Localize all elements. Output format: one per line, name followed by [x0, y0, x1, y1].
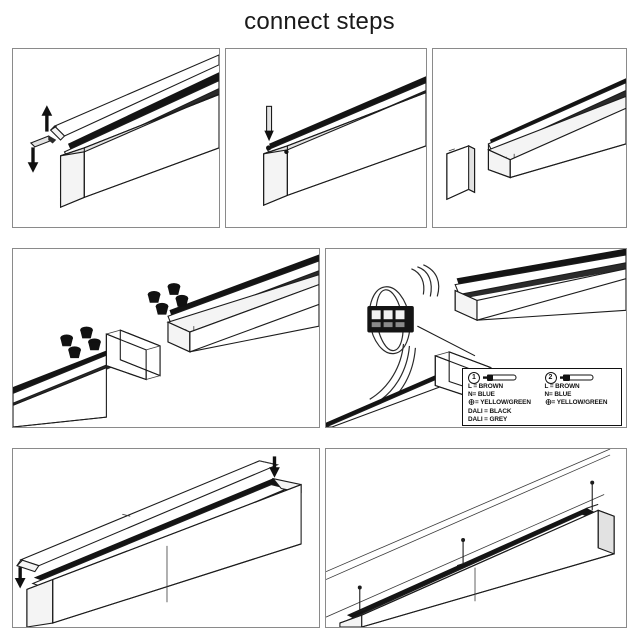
legend-header-2: 2	[544, 371, 620, 384]
legend-header-1: 1	[468, 371, 543, 384]
arrow-down-icon-left	[14, 567, 26, 589]
legend-row: L = BROWN	[544, 383, 580, 390]
arrow-down-icon	[27, 147, 39, 173]
end-cap-plate	[446, 145, 476, 201]
legend-column-1: 1 L = BROWN N= BLUE = YELLOW/GREEN DALI …	[466, 371, 543, 423]
legend-row: DALI = BLACK	[468, 407, 512, 415]
legend-row-text: = YELLOW/GREEN	[551, 399, 608, 407]
screw-part	[29, 135, 57, 148]
diagram-remove-cover	[27, 54, 219, 209]
legend-row: DALI = GREY	[468, 415, 508, 423]
arrow-down-icon-right	[269, 456, 280, 478]
diagram-press-diffuser	[14, 456, 302, 627]
legend-row: L = BROWN	[468, 383, 504, 390]
diagram-join-sections	[13, 254, 319, 427]
wiring-legend: 1 L = BROWN N= BLUE = YELLOW/GREEN DALI …	[462, 368, 622, 426]
terminal-connector-icon	[559, 369, 594, 387]
legend-row: N= BLUE	[544, 391, 572, 399]
legend-number-2: 2	[544, 371, 557, 384]
leader-line	[417, 325, 476, 357]
legend-column-2: 2 L = BROWN N= BLUE = YELLOW/GREEN	[543, 371, 620, 423]
legend-row: N= BLUE	[468, 391, 495, 399]
legend-row-text: = YELLOW/GREEN	[475, 399, 531, 407]
diagram-insert-pin	[263, 76, 426, 207]
terminal-connector-icon	[483, 369, 517, 387]
arrow-up-icon	[41, 105, 53, 132]
page-title: connect steps	[244, 8, 395, 35]
panel-step-7	[325, 448, 627, 628]
legend-number-1: 1	[468, 371, 480, 384]
screw-cluster-left	[60, 326, 101, 359]
panel-step-3	[432, 48, 627, 228]
diagram-suspended-fixture	[326, 449, 615, 627]
panel-step-1	[12, 48, 220, 228]
screw-cluster-right	[147, 283, 189, 315]
legend-row: = YELLOW/GREEN	[545, 399, 620, 407]
diagram-end-cap	[446, 78, 626, 201]
terminal-block	[367, 305, 414, 333]
insert-pin-part	[264, 105, 274, 142]
panel-step-4	[12, 248, 320, 428]
legend-row: = YELLOW/GREEN	[468, 399, 543, 407]
panel-step-6	[12, 448, 320, 628]
panel-step-2	[225, 48, 427, 228]
